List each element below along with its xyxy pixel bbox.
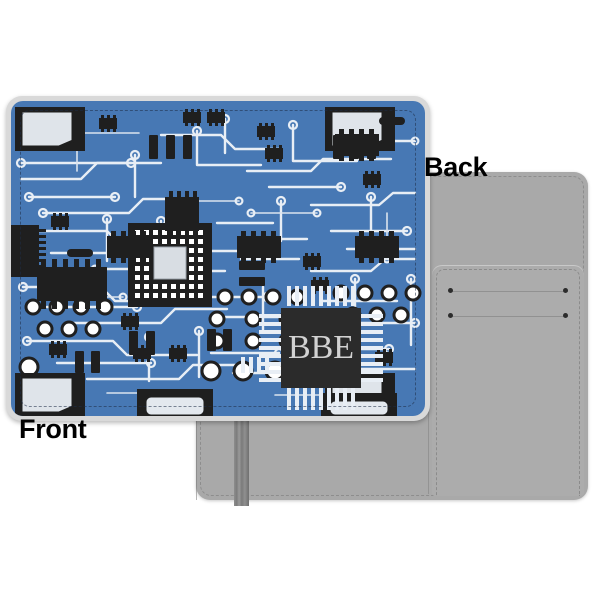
smd-chip-3 bbox=[207, 109, 225, 126]
usb-connector bbox=[137, 389, 213, 416]
pen-loop-lower bbox=[450, 316, 568, 317]
smd-chip-16 bbox=[51, 213, 69, 230]
elastic-closure-band bbox=[234, 416, 249, 506]
pen-loop-upper bbox=[450, 291, 568, 292]
monogram-chip: BBE bbox=[281, 308, 361, 388]
smd-chip-4 bbox=[257, 123, 275, 140]
smd-chip-2 bbox=[183, 109, 201, 126]
smd-chip-7 bbox=[49, 341, 67, 358]
rivet-bottom-left bbox=[448, 313, 453, 318]
rivet-top-right bbox=[563, 288, 568, 293]
smd-chip-13 bbox=[303, 253, 321, 270]
card-pocket-stitching bbox=[436, 269, 580, 496]
rivet-top-left bbox=[448, 288, 453, 293]
smd-chip-15 bbox=[121, 313, 139, 330]
corner-ic-top-left bbox=[13, 105, 87, 153]
smd-chip-9 bbox=[169, 345, 187, 362]
smd-chip-6 bbox=[363, 171, 381, 188]
bga-grid-chip bbox=[128, 223, 212, 307]
front-cover-panel: BBE bbox=[6, 96, 430, 421]
smd-chip-1 bbox=[99, 115, 117, 132]
soic-pkg-3 bbox=[355, 231, 399, 263]
dip-package-left bbox=[37, 259, 107, 309]
card-pocket bbox=[432, 265, 584, 496]
back-label: Back bbox=[424, 152, 488, 182]
front-label: Front bbox=[19, 414, 87, 444]
rivet-bottom-right bbox=[563, 313, 568, 318]
monogram-text: BBE bbox=[287, 329, 355, 366]
edge-comb-ic bbox=[11, 225, 46, 277]
monogram-chip-pins bbox=[259, 286, 383, 410]
qfn-chip-top bbox=[165, 191, 199, 237]
circuit-board-artwork: BBE bbox=[11, 101, 425, 416]
smd-chip-5 bbox=[265, 145, 283, 162]
corner-ic-bottom-left bbox=[13, 371, 87, 416]
